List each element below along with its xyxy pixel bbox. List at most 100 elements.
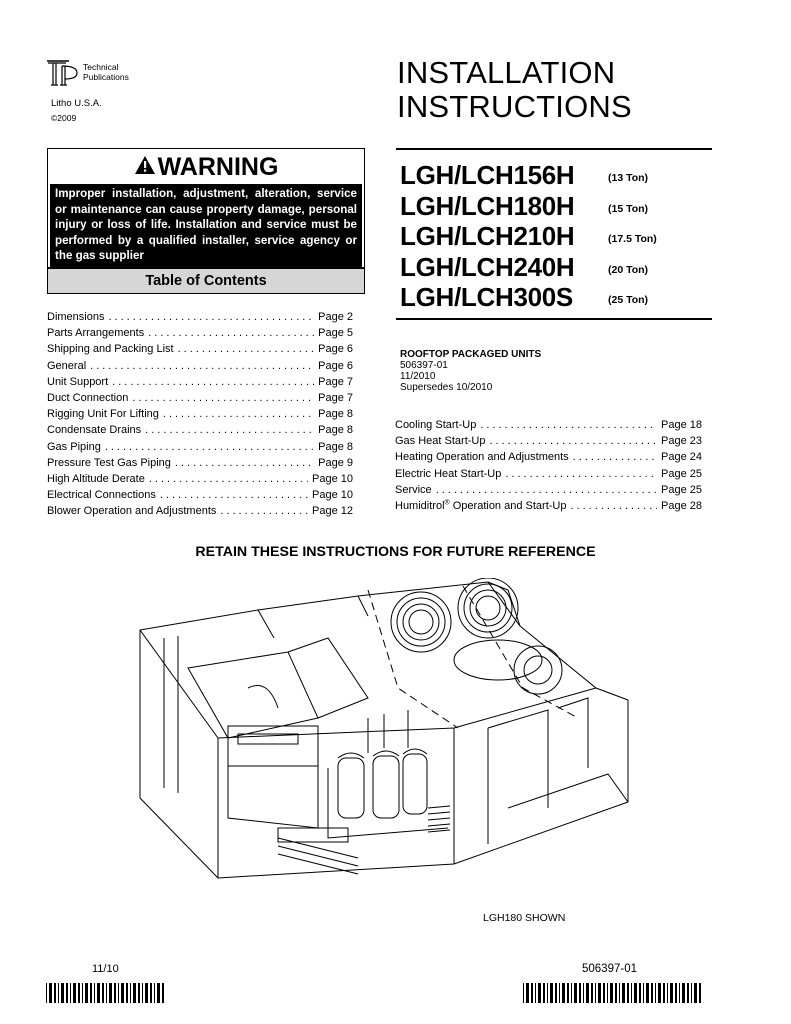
barcode-bar [538,983,541,1003]
toc-entry-page: Page 6 [318,359,353,372]
barcode-bar [571,983,572,1003]
toc-leader-dots [570,498,657,514]
model-tonnage: (13 Ton) [608,172,649,184]
barcode-bar [603,983,605,1003]
registered-mark: ® [444,499,450,507]
barcode-bar [658,983,661,1003]
title-line-1: INSTALLATION [397,55,616,90]
retain-instructions-notice: RETAIN THESE INSTRUCTIONS FOR FUTURE REF… [195,544,596,560]
toc-leader-dots [160,487,308,503]
barcode-bar [631,983,632,1003]
barcode-bar [667,983,668,1003]
technical-publications-logo: Technical Publications [47,58,137,88]
toc-leader-dots [90,358,314,374]
model-name: LGH/LCH180H [400,190,575,221]
toc-entry-label: Electrical Connections [47,489,156,502]
barcode-bar [655,983,656,1003]
logo-line-publications: Publications [83,72,129,82]
barcode-bar [619,983,620,1003]
toc-entry: Cooling Start-UpPage 18 [395,417,702,433]
toc-entry: Shipping and Packing ListPage 6 [47,341,353,357]
toc-leader-dots [145,422,314,438]
toc-entry-label: Blower Operation and Adjustments [47,505,217,518]
toc-entry-label: Shipping and Packing List [47,343,174,356]
toc-leader-dots [489,433,657,449]
toc-entry-page: Page 12 [312,505,353,518]
toc-entry: Electric Heat Start-UpPage 25 [395,466,702,482]
barcode-bar [109,983,112,1003]
barcode-bar [121,983,124,1003]
model-name: LGH/LCH300S [400,282,573,312]
toc-leader-dots [112,374,314,390]
model-name: LGH/LCH240H [400,251,575,282]
barcode-bar [78,983,80,1003]
toc-entry-page: Page 10 [312,473,353,485]
barcode-bar [634,983,637,1003]
warning-box: WARNING Improper installation, adjustmen… [47,148,365,268]
toc-entry-page: Page 24 [661,451,702,464]
barcode-bar [157,983,160,1003]
barcode-bar [46,983,47,1003]
barcode-bar [145,983,148,1003]
barcode-bar [694,983,697,1003]
footer-part-number: 506397-01 [582,963,637,975]
barcode-bar [663,983,665,1003]
barcode-bar [543,983,545,1003]
document-title: INSTALLATION INSTRUCTIONS [397,56,632,124]
toc-entry-label: Dimensions [47,311,105,323]
table-of-contents-heading: Table of Contents [47,268,365,294]
toc-entry-label: General [47,359,87,372]
model-tonnage: (20 Ton) [608,263,649,276]
footer-date: 11/10 [92,963,119,975]
toc-entry-page: Page 8 [318,408,353,421]
barcode-bar [598,983,601,1003]
toc-entry-label: Gas Piping [47,440,101,453]
barcode-bar [555,983,557,1003]
toc-entry-page: Page 23 [661,435,702,448]
barcode-bar [162,983,164,1003]
toc-entry: Blower Operation and Adjustments Page 12 [47,503,353,519]
toc-leader-dots [573,449,657,465]
toc-entry-label: High Altitude Derate [47,473,145,485]
barcode-bar [118,983,119,1003]
barcode-bar [142,983,143,1003]
barcode-bar [579,983,581,1003]
toc-leader-dots [149,471,308,487]
barcode-bar [627,983,629,1003]
doc-date: 11/2010 [400,371,436,382]
title-line-2: INSTRUCTIONS [397,89,632,124]
doc-part-number: 506397-01 [400,360,448,371]
barcode-bar [82,983,83,1003]
barcode-bar [133,983,136,1003]
barcode-bar [639,983,641,1003]
doc-heading: ROOFTOP PACKAGED UNITS [400,349,542,360]
barcode-bar [586,983,589,1003]
model-name: LGH/LCH156H [400,160,575,190]
toc-entry: Unit SupportPage 7 [47,374,353,390]
copyright: ©2009 [51,113,77,123]
barcode-bar [526,983,529,1003]
toc-leader-dots [480,417,657,433]
toc-entry-page: Page 25 [661,483,702,496]
toc-entry: Gas Heat Start-UpPage 23 [395,433,702,449]
title-divider [396,148,712,150]
toc-entry: DimensionsPage 2 [47,309,353,325]
litho-usa: Litho U.S.A. [51,98,102,109]
logo-line-technical: Technical [83,62,119,72]
illustration-caption: LGH180 SHOWN [483,912,566,924]
barcode-bar [675,983,677,1003]
toc-entry: Duct ConnectionPage 7 [47,390,353,406]
toc-leader-dots [148,325,314,341]
toc-entry-label: Electric Heat Start-Up [395,467,502,480]
model-entry: LGH/LCH156H (13 Ton) [400,160,648,191]
barcode-bar [691,983,692,1003]
toc-leader-dots [505,466,657,482]
model-entry: LGH/LCH180H(15 Ton) [400,190,648,222]
toc-entry-label: Condensate Drains [47,424,142,437]
barcode-bar [61,983,64,1003]
model-tonnage: (17.5 Ton) [608,233,657,245]
toc-entry: Rigging Unit For LiftingPage 8 [47,406,353,422]
barcode-bar [643,983,644,1003]
toc-entry-label-main: Humiditrol [395,500,445,512]
tp-logo-icon [47,60,78,86]
